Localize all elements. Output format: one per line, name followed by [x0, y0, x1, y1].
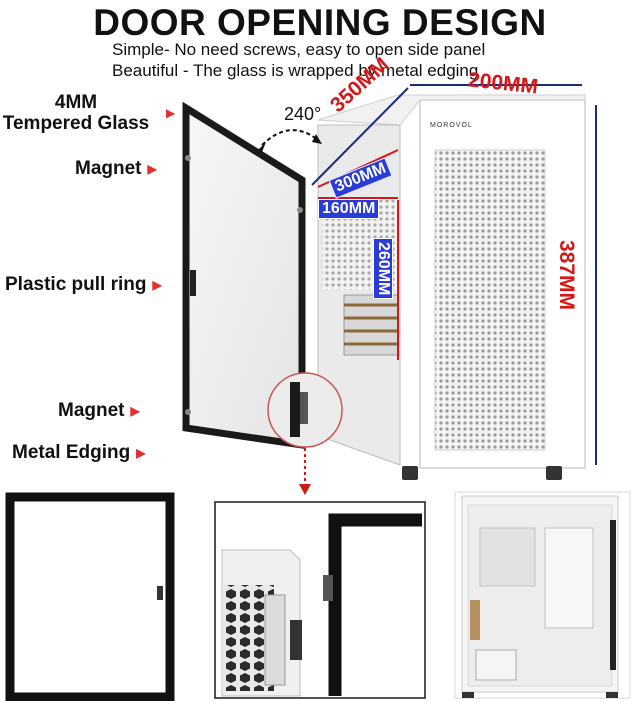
- magnet-bottom-callout: Magnet ▶: [58, 400, 140, 422]
- arrow-right-icon: ▶: [136, 446, 146, 460]
- magnet-top-label: Magnet: [75, 158, 142, 179]
- tempered-glass-label: Tempered Glass: [2, 113, 150, 134]
- metal-edging-callout: Metal Edging ▶: [12, 442, 145, 464]
- metal-edging-label: Metal Edging: [12, 442, 131, 463]
- page-title: DOOR OPENING DESIGN: [93, 2, 547, 43]
- arrow-right-icon: ▶: [130, 404, 140, 418]
- magnet-bottom-label: Magnet: [58, 400, 125, 421]
- arrow-right-icon: ▶: [152, 278, 162, 292]
- brand-logo: MOROVOL: [430, 122, 473, 129]
- pull-ring-label: Plastic pull ring: [5, 274, 147, 295]
- pull-ring: [190, 270, 196, 296]
- arrow-right-icon: ▶: [166, 106, 176, 120]
- tempered-glass-thickness: 4MM: [54, 92, 98, 113]
- subtitle-line-1: Simple- No need screws, easy to open sid…: [112, 40, 486, 59]
- psu-length-dimension: 260MM: [373, 238, 393, 300]
- tempered-glass-callout: 4MM Tempered Glass: [0, 92, 152, 134]
- magnet-top-callout: Magnet ▶: [75, 158, 157, 180]
- door-frame-thumbnail: [5, 492, 175, 701]
- pull-ring-callout: Plastic pull ring ▶: [5, 274, 162, 296]
- height-dimension: 387MM: [555, 240, 578, 311]
- front-mesh-panel: [434, 149, 546, 451]
- cooler-height-dimension: 160MM: [318, 199, 380, 219]
- arrow-right-icon: ▶: [147, 162, 157, 176]
- arrow-down-icon: [299, 484, 311, 495]
- door-angle-label: 240°: [284, 104, 322, 124]
- subtitle-line-2: Beautiful - The glass is wrapped by meta…: [112, 61, 479, 80]
